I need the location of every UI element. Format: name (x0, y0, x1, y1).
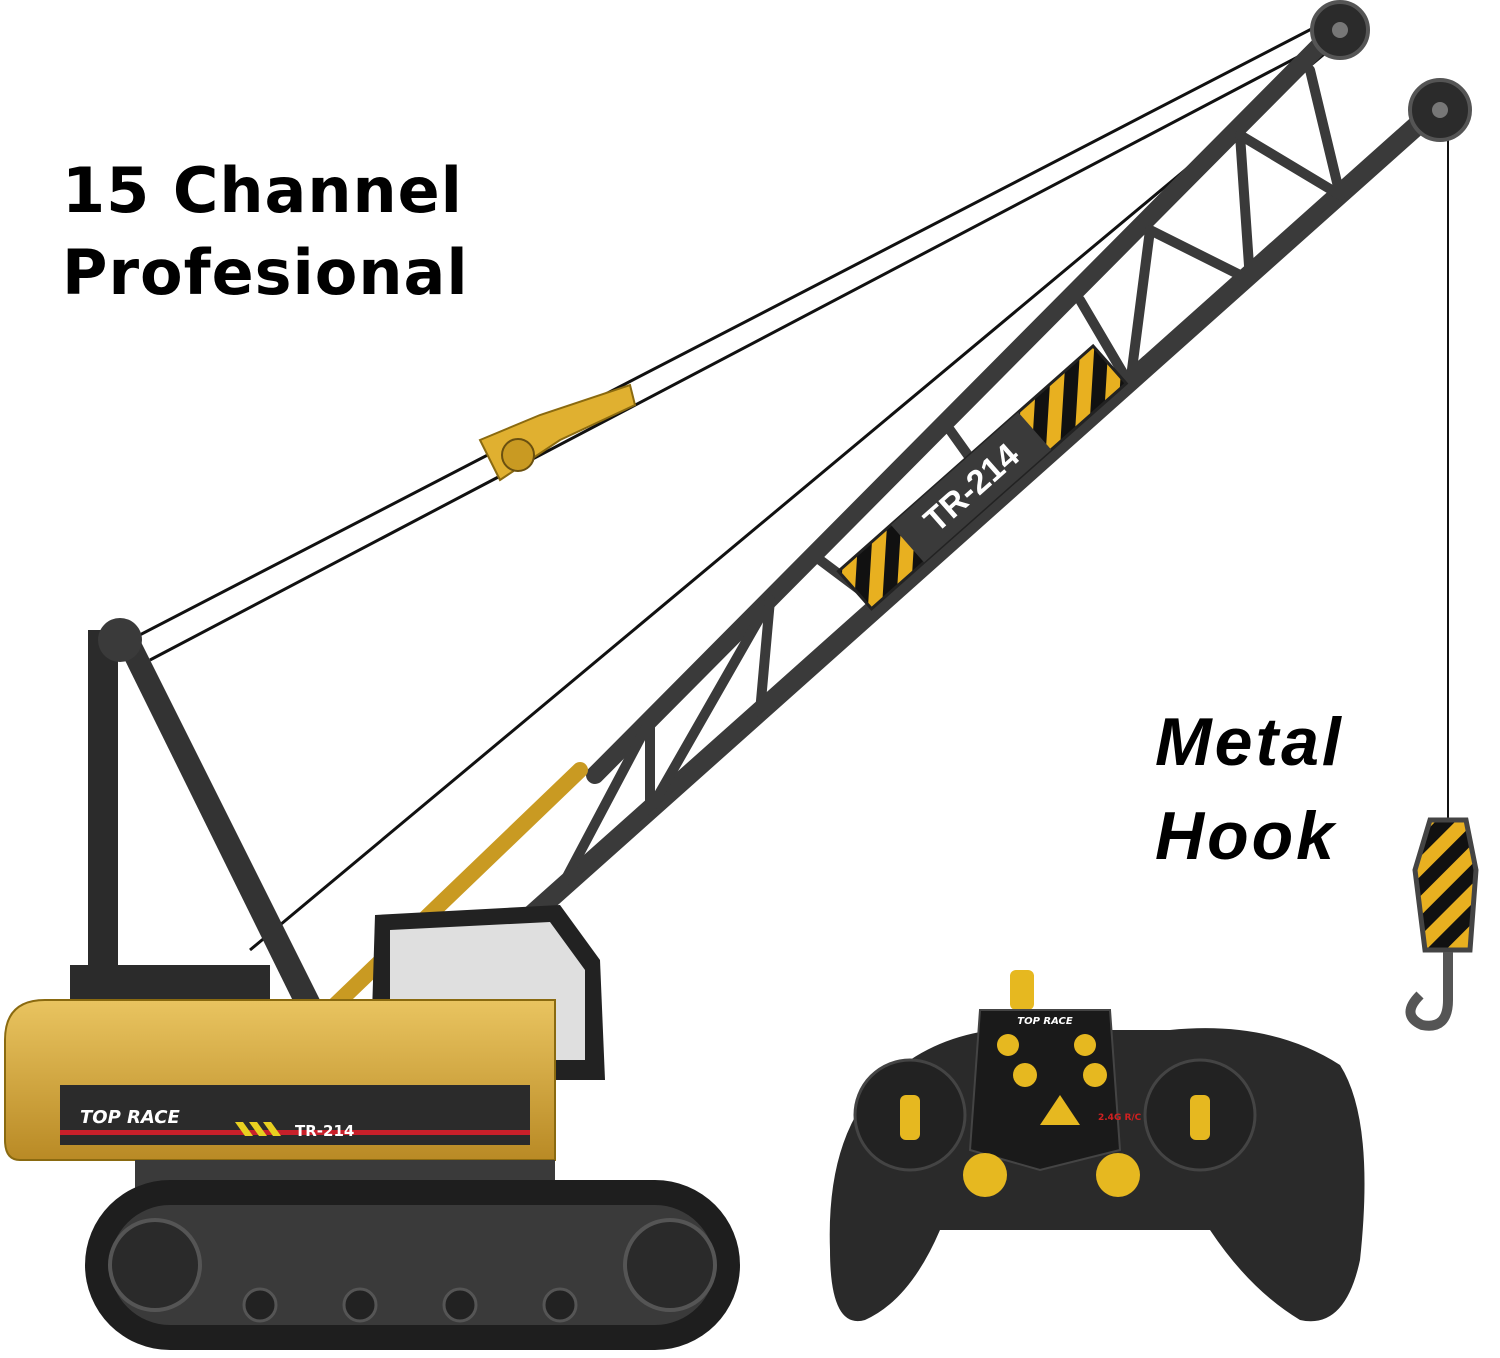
hook-callout-line1: Metal (1155, 704, 1344, 780)
metal-hook-icon (1405, 817, 1479, 1031)
boom-tip-sheaves (1310, 0, 1472, 142)
remote-frequency-label: 2.4G R/C (1098, 1113, 1142, 1123)
channel-callout: 15 Channel Profesional (62, 150, 469, 314)
channel-callout-line2: Profesional (62, 236, 469, 309)
remote-controller: TOP RACE 2.4G R/C (829, 970, 1365, 1322)
right-joystick[interactable] (1190, 1095, 1210, 1140)
body-brand-logo: TOP RACE (80, 1107, 180, 1128)
a-frame-mast (88, 618, 320, 1010)
crane-body: TOP RACE TR-214 (4, 965, 556, 1161)
cable-tensioner (478, 383, 637, 482)
body-model-label: TR-214 (295, 1122, 354, 1140)
boom-hazard-panel: TR-214 (836, 343, 1129, 611)
remote-antenna (1010, 970, 1034, 1010)
remote-buttons[interactable] (963, 1034, 1140, 1197)
remote-brand-logo: TOP RACE (1017, 1016, 1073, 1027)
crawler-tracks (85, 1160, 740, 1350)
hook-callout: Metal Hook (1155, 695, 1344, 883)
boom-cables (129, 20, 1449, 952)
boom-cylinder (322, 762, 588, 1018)
lattice-boom (460, 21, 1450, 980)
hook-callout-line2: Hook (1155, 798, 1337, 874)
channel-callout-line1: 15 Channel (62, 154, 463, 227)
left-joystick[interactable] (900, 1095, 920, 1140)
